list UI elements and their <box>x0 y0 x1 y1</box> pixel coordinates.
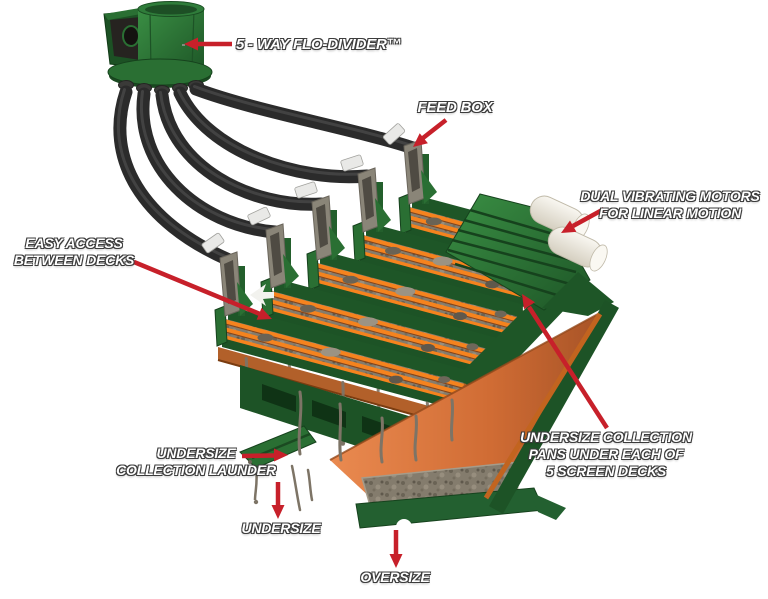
deck-rail <box>269 307 491 371</box>
deck-rail <box>223 335 465 404</box>
deck-rail <box>361 251 545 305</box>
arrow-easy-access <box>133 259 272 320</box>
hose-collar <box>294 181 318 199</box>
deck-rail <box>315 279 518 338</box>
hose-collars <box>201 123 406 254</box>
label-flo-divider: 5 - WAY FLO-DIVIDER™ <box>236 36 402 53</box>
label-oversize: OVERSIZE <box>360 569 430 585</box>
label-undersize: UNDERSIZE <box>241 520 321 536</box>
label-vibrating-motors: DUAL VIBRATING MOTORS FOR LINEAR MOTION <box>580 188 760 221</box>
frame-right-edge <box>458 288 568 398</box>
arrow-feed-box <box>413 118 448 147</box>
flow-arrow-decal <box>250 284 274 306</box>
flo-divider <box>103 1 213 95</box>
arrow-collection-launder <box>241 448 288 462</box>
hose-collar <box>247 206 271 226</box>
arrow-undersize <box>271 482 285 519</box>
arrow-flo-divider <box>184 37 232 51</box>
hose-collar <box>340 154 364 172</box>
undersize-pan <box>218 347 450 425</box>
deck-rail <box>315 263 518 322</box>
label-collection-launder: UNDERSIZE COLLECTION LAUNDER <box>116 445 276 478</box>
drip-streams <box>290 390 455 512</box>
hose-collar <box>382 123 406 145</box>
screen-deck <box>214 251 470 449</box>
callout-arrows <box>133 37 609 568</box>
hose-collar <box>201 232 225 254</box>
label-feed-box: FEED BOX <box>417 99 493 116</box>
arrow-oversize <box>389 530 403 568</box>
arrow-vibrating-motors <box>561 207 606 233</box>
arrow-collection-pans <box>522 294 609 430</box>
label-collection-pans: UNDERSIZE COLLECTION PANS UNDER EACH OF … <box>520 429 692 479</box>
right-wall <box>483 300 619 514</box>
feed-hoses <box>113 82 420 267</box>
hopper-outlet-notch <box>396 519 412 535</box>
deck-rail <box>269 291 491 355</box>
label-easy-access: EASY ACCESS BETWEEN DECKS <box>13 235 135 268</box>
deck-rail <box>223 319 465 388</box>
